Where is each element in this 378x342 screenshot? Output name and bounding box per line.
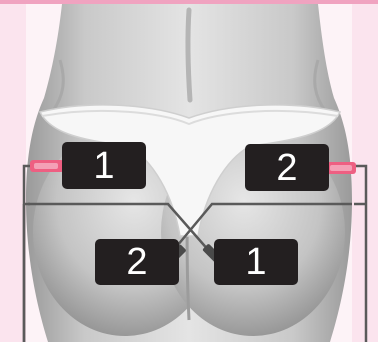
- pad-number-lower-right: 1: [245, 243, 266, 281]
- pink-lead-connector-icon-right: [326, 162, 356, 174]
- electrode-pad-icon-upper-left: 1: [62, 142, 146, 189]
- pad-number-upper-left: 1: [93, 147, 114, 185]
- pad-number-lower-left: 2: [126, 243, 147, 281]
- top-bar: [0, 0, 378, 4]
- spine-shadow: [188, 10, 190, 100]
- left-side-tint: [0, 0, 26, 342]
- electrode-pad-icon-lower-right: 1: [214, 239, 298, 285]
- electrode-pad-icon-upper-right: 2: [245, 144, 329, 191]
- electrode-pad-icon-lower-left: 2: [95, 239, 179, 285]
- pink-lead-connector-icon-left: [30, 160, 64, 172]
- pad-number-upper-right: 2: [276, 149, 297, 187]
